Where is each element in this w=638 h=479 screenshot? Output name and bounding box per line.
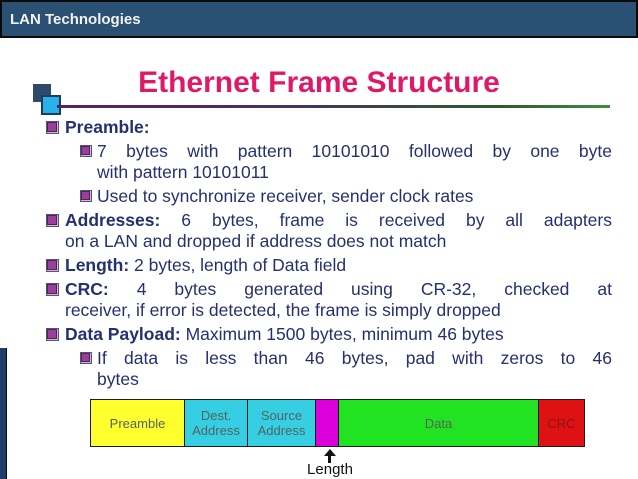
length-pointer-label: Length (307, 461, 353, 478)
square-bullet-icon (46, 283, 59, 296)
bullet-line: bytes (97, 369, 139, 389)
header-bar: LAN Technologies (0, 0, 638, 38)
ethernet-frame-diagram: Preamble Dest. Address Source Address Da… (90, 399, 590, 479)
frame-field-crc: CRC (538, 399, 585, 447)
frame-field-source-address: Source Address (247, 399, 316, 447)
bullet-length: Length: 2 bytes, length of Data field (46, 255, 612, 276)
square-bullet-icon (46, 259, 59, 272)
bullet-line: Used to synchronize receiver, sender clo… (97, 186, 474, 206)
bullet-list: Preamble: 7 bytes with pattern 10101010 … (46, 117, 612, 393)
bullet-line: receiver, if error is detected, the fram… (65, 300, 501, 320)
field-label: Dest. (200, 408, 232, 423)
field-label: Address (192, 423, 240, 438)
left-accent-bar (0, 348, 7, 479)
field-label: CRC (547, 415, 576, 431)
bullet-line: Data Payload: Maximum 1500 bytes, minimu… (65, 324, 504, 344)
frame-field-dest-address: Dest. Address (184, 399, 248, 447)
bullet-line: Preamble: (65, 117, 150, 137)
bullet-addresses: Addresses: 6 bytes, frame is received by… (46, 210, 612, 252)
square-bullet-icon (80, 145, 92, 157)
bullet-line: Addresses: 6 bytes, frame is received by… (65, 210, 612, 230)
bullet-line: 7 bytes with pattern 10101010 followed b… (97, 141, 612, 161)
bullet-line: with pattern 10101011 (97, 162, 269, 182)
length-pointer-stem (328, 456, 331, 463)
page-title: Ethernet Frame Structure (138, 66, 500, 99)
bullet-line: on a LAN and dropped if address does not… (65, 231, 447, 251)
bullet-line: CRC: 4 bytes generated using CR-32, chec… (65, 279, 612, 299)
bullet-data-payload: Data Payload: Maximum 1500 bytes, minimu… (46, 324, 612, 345)
field-label: Data (424, 415, 453, 431)
square-bullet-icon (46, 328, 59, 341)
frame-field-data: Data (338, 399, 539, 447)
field-label: Preamble (109, 415, 166, 431)
bullet-crc: CRC: 4 bytes generated using CR-32, chec… (46, 279, 612, 321)
title-underline (57, 105, 610, 108)
square-bullet-icon (46, 214, 59, 227)
bullet-preamble: Preamble: (46, 117, 612, 138)
field-label: Address (257, 423, 306, 438)
bullet-preamble-pattern: 7 bytes with pattern 10101010 followed b… (80, 141, 612, 183)
square-bullet-icon (80, 352, 92, 364)
bullet-data-padding: If data is less than 46 bytes, pad with … (80, 348, 612, 390)
square-bullet-icon (80, 190, 92, 202)
frame-fields-row: Preamble Dest. Address Source Address Da… (90, 399, 590, 447)
bullet-line: If data is less than 46 bytes, pad with … (97, 348, 612, 368)
frame-field-preamble: Preamble (90, 399, 185, 447)
header-title: LAN Technologies (10, 10, 141, 28)
square-bullet-icon (46, 121, 59, 134)
bullet-line: Length: 2 bytes, length of Data field (65, 255, 347, 275)
length-pointer-arrow-icon (324, 449, 336, 456)
frame-field-length (315, 399, 339, 447)
bullet-preamble-sync: Used to synchronize receiver, sender clo… (80, 186, 612, 207)
field-label: Source (260, 408, 303, 423)
